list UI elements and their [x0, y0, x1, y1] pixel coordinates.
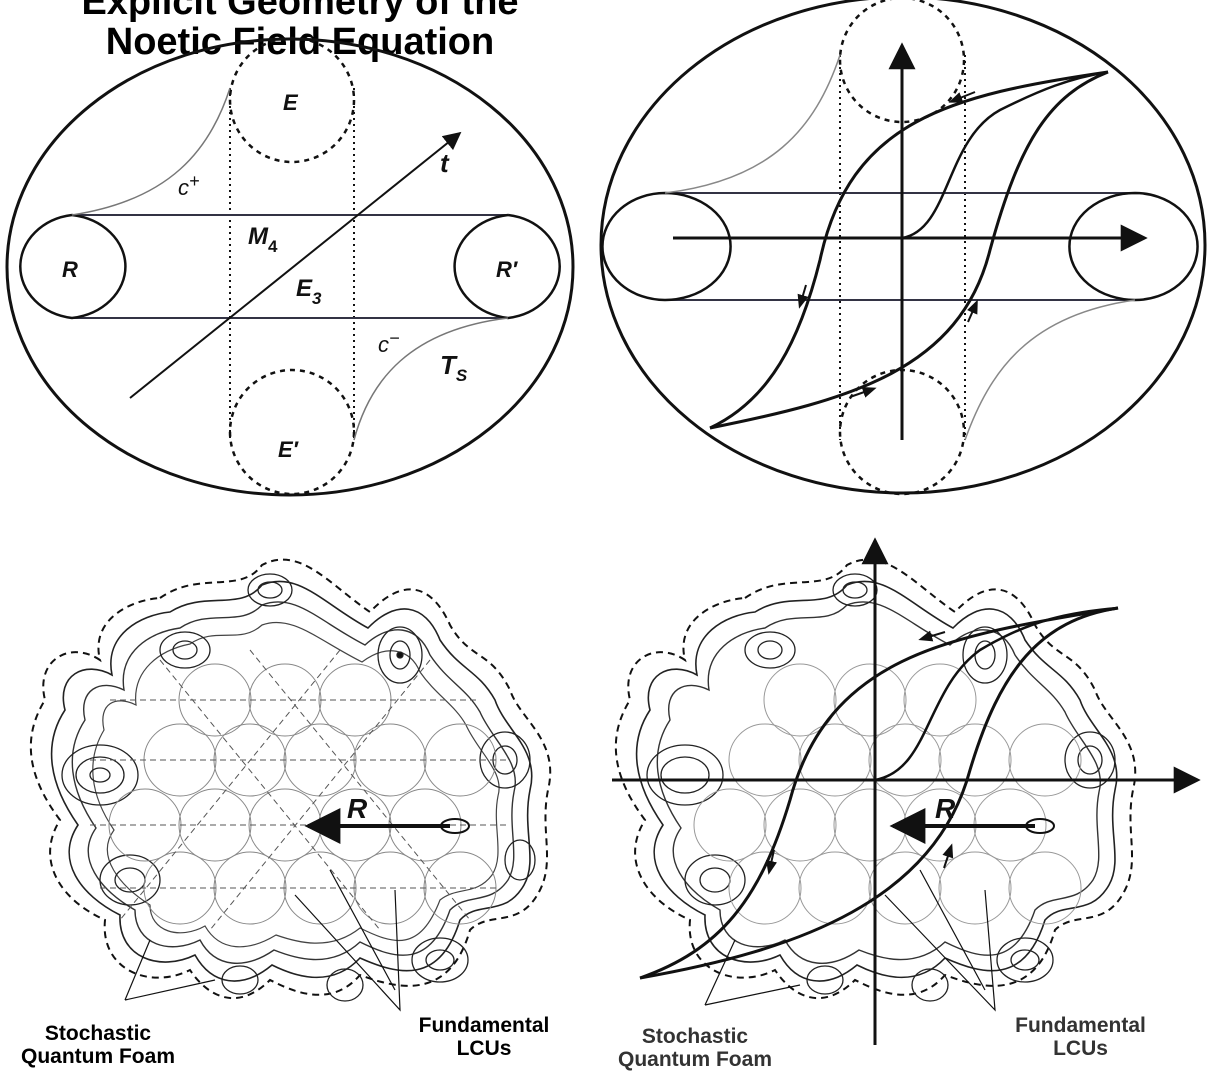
caption-fundamental-lcus-left: Fundamental LCUs	[404, 1014, 564, 1060]
curve-c-minus	[353, 317, 509, 441]
caption-line: Quantum Foam	[20, 1045, 175, 1068]
foam-contour-1	[50, 580, 533, 982]
circle-top	[838, 0, 966, 124]
lcu-lattice	[108, 663, 497, 925]
arrow-right-up	[942, 843, 954, 869]
axis-t	[129, 131, 462, 399]
arrow-R-source	[1025, 818, 1055, 834]
hysteresis-outer-upper	[639, 606, 1119, 980]
outer-ellipse	[599, 0, 1207, 495]
foam-contour-1	[635, 580, 1118, 982]
label-Ts: TS	[440, 350, 468, 385]
curve-lower-grey	[964, 299, 1136, 441]
circle-E	[228, 36, 356, 164]
label-c-minus: c−	[378, 328, 400, 357]
caption-line: Quantum Foam	[617, 1048, 772, 1071]
arrow-R-source	[440, 818, 470, 834]
caption-fundamental-lcus-right: Fundamental LCUs	[998, 1014, 1163, 1060]
label-R: R	[347, 793, 368, 824]
curve-c-plus	[71, 87, 231, 216]
arrow-lower	[849, 387, 877, 398]
title-line-1: Explicit Geometry of the	[81, 0, 519, 23]
cap-right	[1068, 191, 1199, 302]
caption-stochastic-quantum-foam-right: Stochastic Quantum Foam	[605, 1025, 785, 1071]
hysteresis-outer-upper	[709, 70, 1109, 430]
caption-line: Fundamental	[418, 1014, 550, 1037]
foam-outer-boundary	[29, 558, 552, 999]
hysteresis-inner	[901, 70, 1109, 240]
title-line-2: Noetic Field Equation	[105, 21, 495, 63]
hysteresis-inner	[874, 606, 1119, 782]
caption-line: Fundamental	[1015, 1014, 1146, 1037]
circle-E-prime	[228, 368, 356, 496]
hysteresis-outer-lower	[639, 606, 1119, 980]
caption-line: Stochastic	[44, 1022, 152, 1045]
pointer-lines-right	[884, 869, 996, 1012]
arrow-left-down	[797, 284, 809, 309]
label-M4: M4	[248, 223, 278, 256]
label-t: t	[440, 148, 450, 178]
caption-line: Stochastic	[641, 1025, 749, 1048]
arrow-upper	[918, 630, 946, 642]
caption-line: LCUs	[456, 1037, 512, 1060]
pointer-lines-left	[704, 939, 801, 1006]
foam-contour-3	[92, 621, 500, 948]
foam-contour-2	[656, 601, 1102, 964]
foam-contour-2	[71, 601, 517, 964]
label-R: R	[935, 793, 956, 824]
foam-outer-boundary	[614, 558, 1137, 999]
foam-blobs	[646, 573, 1116, 1002]
pointer-lines-right	[294, 869, 401, 1012]
label-R: R	[62, 257, 78, 282]
curve-upper-grey	[664, 54, 841, 194]
caption-line: LCUs	[1053, 1037, 1108, 1060]
lcu-lattice	[693, 663, 1082, 925]
diagram-title: Explicit Geometry of the Noetic Field Eq…	[0, 0, 600, 62]
arrow-left-down	[766, 849, 777, 875]
panel-bottom-left: R	[29, 558, 552, 1012]
panel-bottom-right: R	[612, 537, 1201, 1045]
label-c-plus: c+	[178, 171, 200, 200]
caption-stochastic-quantum-foam-left: Stochastic Quantum Foam	[18, 1022, 178, 1068]
label-E: E	[283, 90, 299, 115]
label-E-prime: E′	[278, 437, 300, 462]
panel-top-left: E E′ R R′ t c+ c− M4 E3 TS	[5, 36, 575, 497]
label-R-prime: R′	[496, 257, 519, 282]
outer-ellipse	[5, 37, 575, 497]
arrow-right-up	[967, 299, 978, 323]
panel-top-right	[599, 0, 1207, 496]
pointer-lines-left	[124, 939, 216, 1001]
cap-left	[601, 191, 732, 302]
cap-R	[19, 213, 127, 320]
arrow-upper	[948, 91, 976, 103]
label-E3: E3	[296, 275, 322, 308]
foam-blobs	[61, 573, 536, 1002]
hysteresis-outer-lower	[709, 70, 1109, 430]
